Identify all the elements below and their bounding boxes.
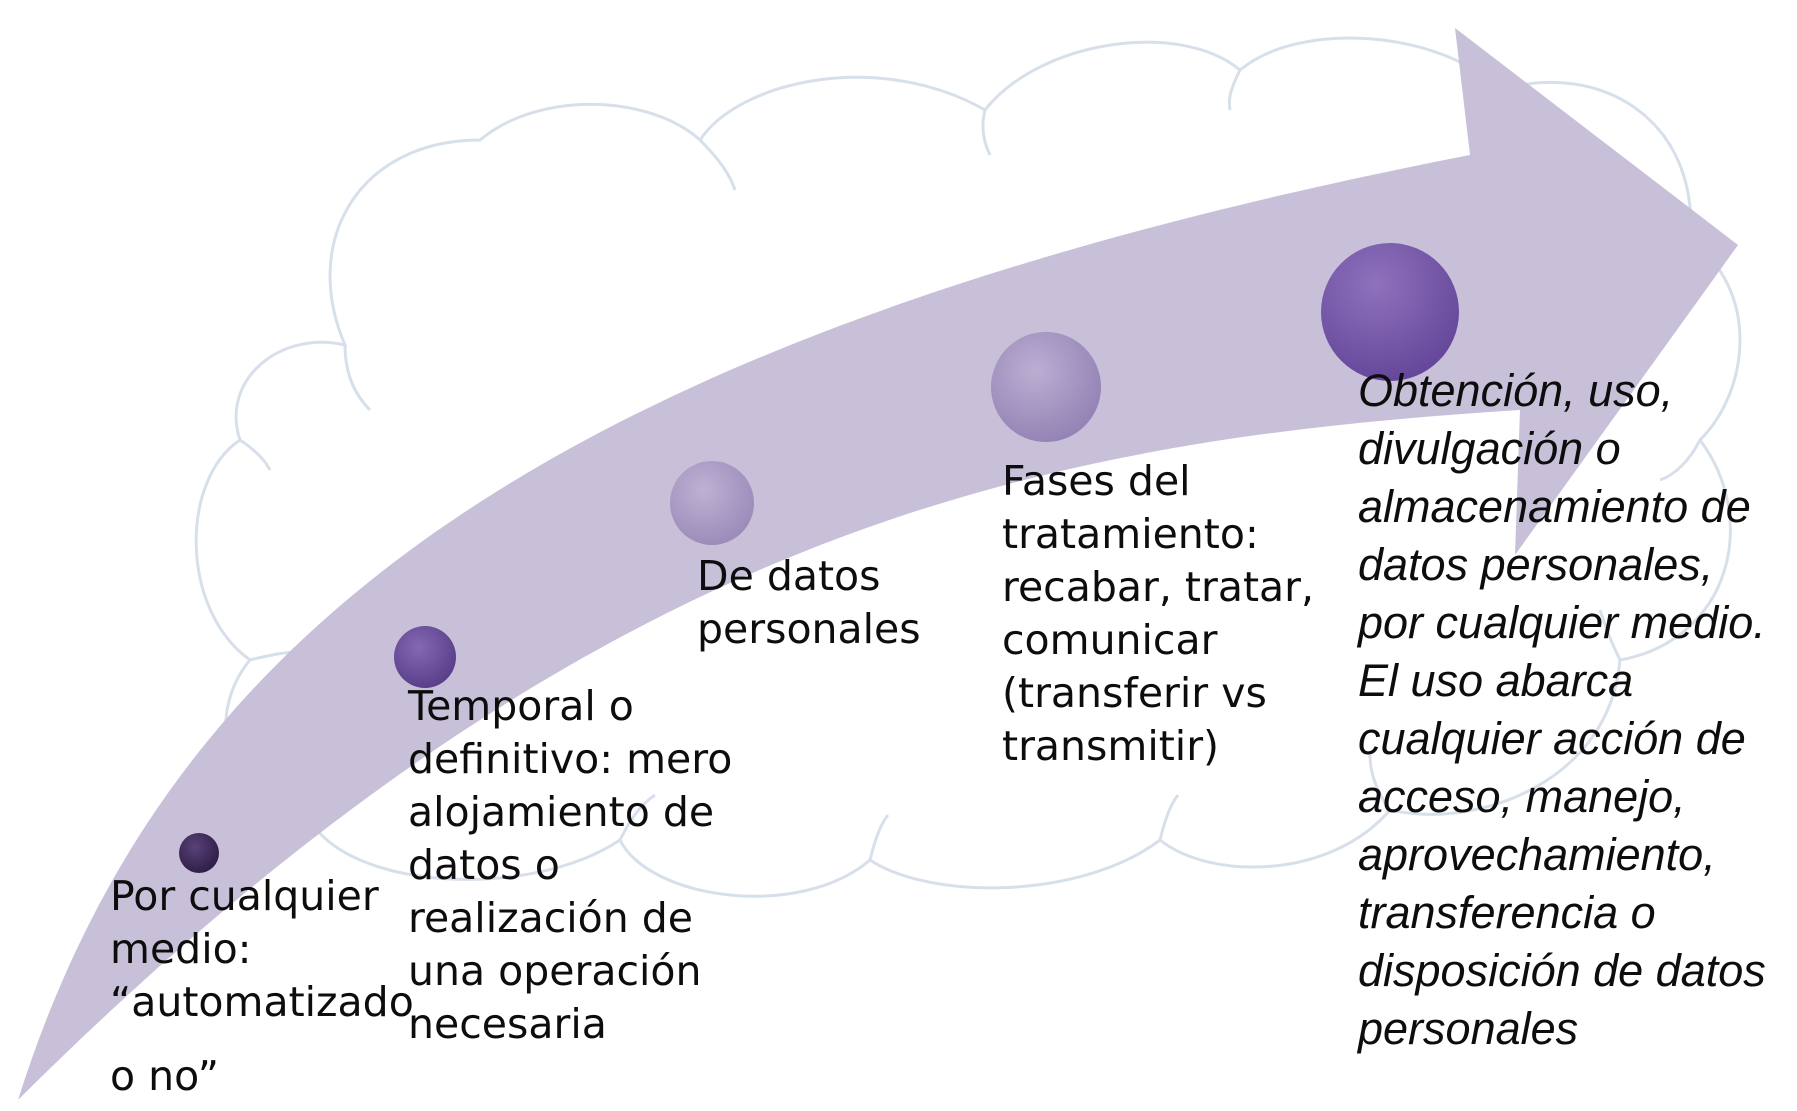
- curved-arrow: [18, 28, 1738, 1100]
- step-3-bullet: [670, 461, 754, 545]
- step-4-label: Fases del tratamiento: recabar, tratar, …: [1002, 457, 1315, 770]
- step-5-bullet: [1321, 243, 1459, 381]
- step-2-label: Temporal o definitivo: mero alojamiento …: [408, 682, 733, 1048]
- step-4-bullet: [991, 332, 1101, 442]
- step-3-label: De datos personales: [697, 552, 921, 653]
- step-1-label-tail: o no”: [110, 1052, 219, 1100]
- step-1-label: Por cualquier medio: “automatizado: [110, 872, 414, 1026]
- step-2-bullet: [394, 626, 456, 688]
- step-5-label: Obtención, uso, divulgación o almacenami…: [1358, 365, 1766, 1054]
- step-1-bullet: [179, 833, 219, 873]
